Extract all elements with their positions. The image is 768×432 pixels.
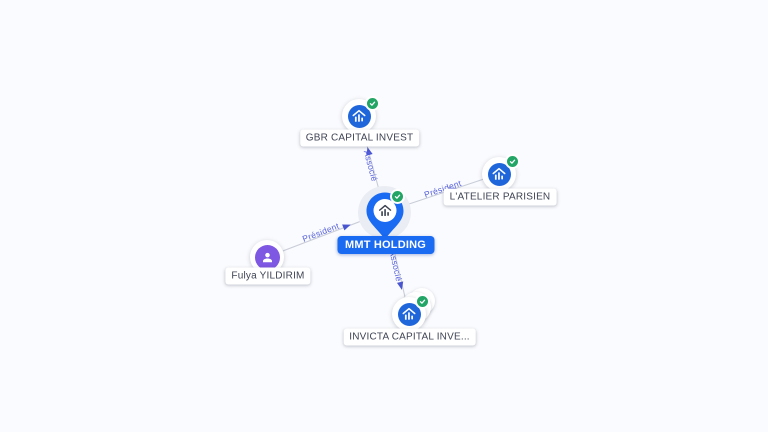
node-label-mmt-holding[interactable]: MMT HOLDING: [336, 235, 435, 254]
edge-label-associe-bottom: Associé: [387, 249, 404, 282]
company-building-icon: [347, 104, 371, 128]
node-label-fulya-yildirim[interactable]: Fulya YILDIRIM: [225, 267, 311, 285]
verified-badge-icon: [505, 154, 520, 169]
node-invicta-capital-invest[interactable]: [392, 294, 430, 331]
edge-arrow-icon: [396, 281, 406, 291]
node-mmt-holding[interactable]: [365, 189, 405, 241]
company-building-icon: [487, 162, 511, 186]
edge-arrow-icon: [342, 221, 352, 231]
node-label-invicta-capital-invest[interactable]: INVICTA CAPITAL INVE...: [343, 328, 476, 345]
company-building-icon: [397, 302, 421, 326]
node-latelier-parisien[interactable]: [482, 154, 520, 191]
person-icon: [254, 244, 280, 270]
node-gbr-capital-invest[interactable]: [342, 96, 380, 133]
verified-badge-icon: [415, 294, 430, 309]
node-label-gbr-capital-invest[interactable]: GBR CAPITAL INVEST: [299, 129, 420, 147]
map-pin-icon: [366, 192, 404, 240]
edge-label-associe-top: Associé: [362, 149, 380, 182]
edge-label-president-left: Président: [301, 221, 341, 244]
node-label-latelier-parisien[interactable]: L'ATELIER PARISIEN: [443, 188, 557, 206]
verified-badge-icon: [390, 189, 405, 204]
verified-badge-icon: [365, 96, 380, 111]
